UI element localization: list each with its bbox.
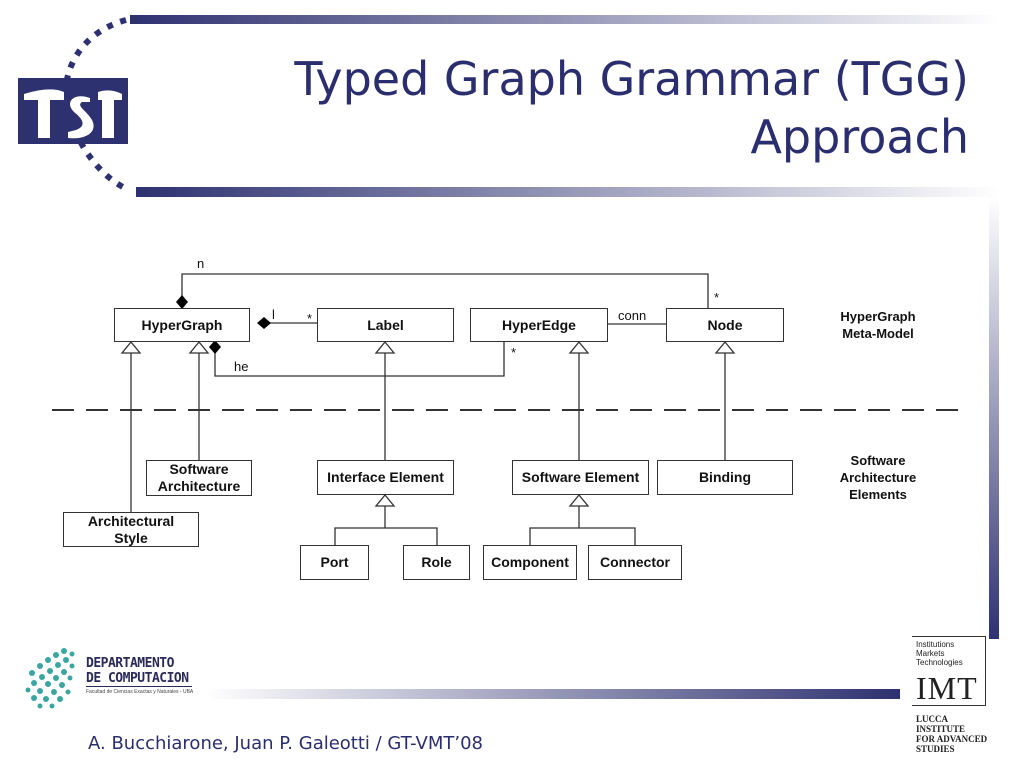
class-software-architecture: Software Architecture [146, 460, 252, 496]
assoc-label-he-multiplicity: * [511, 345, 517, 360]
assoc-label-n-multiplicity: * [714, 290, 720, 305]
class-hypergraph: HyperGraph [114, 308, 250, 342]
inherit-port-role-line [334, 527, 438, 545]
class-architectural-style: Architectural Style [63, 512, 199, 547]
generalization-triangle [568, 493, 590, 507]
imt-logo-frame [912, 636, 986, 706]
dc-logo-subtitle: Facultad de Ciencias Exactas y Naturales… [86, 689, 194, 695]
footer-authors: A. Bucchiarone, Juan P. Galeotti / GT-VM… [88, 733, 483, 754]
title-line-1: Typed Graph Grammar (TGG) [294, 52, 969, 106]
tsi-logo-icon [18, 17, 131, 193]
class-binding: Binding [657, 460, 793, 495]
title-underline-bar [136, 187, 1000, 197]
slide-title: Typed Graph Grammar (TGG) Approach [209, 50, 969, 166]
section-label-meta-model: HyperGraph Meta-Model [840, 309, 916, 341]
class-software-element: Software Element [512, 460, 649, 495]
assoc-label-l-multiplicity: * [307, 311, 313, 326]
class-connector: Connector [588, 545, 682, 580]
assoc-he-line [214, 341, 505, 377]
assoc-label-conn: conn [618, 308, 647, 323]
imt-logo-top: Institutions Markets Technologies [916, 640, 963, 667]
imt-logo-bottom: LUCCA INSTITUTE FOR ADVANCED STUDIES [916, 714, 988, 754]
assoc-label-n: n [197, 256, 205, 271]
bottom-gradient-bar [205, 689, 900, 699]
generalization-triangle [188, 340, 210, 354]
assoc-label-l: l [272, 307, 275, 322]
class-port: Port [300, 545, 369, 580]
aggregation-diamond-he [209, 340, 221, 354]
generalization-triangle [374, 493, 396, 507]
section-label-elements: Software Architecture Elements [839, 453, 917, 502]
generalization-triangle [120, 340, 142, 354]
title-line-2: Approach [750, 110, 969, 164]
class-interface-element: Interface Element [317, 460, 454, 495]
aggregation-diamond-l [257, 317, 271, 329]
class-role: Role [403, 545, 470, 580]
class-label: Label [317, 308, 454, 342]
top-gradient-bar [130, 15, 1000, 24]
dots-logo-icon [25, 648, 75, 709]
generalization-triangle [714, 340, 736, 354]
right-vertical-bar [989, 197, 999, 639]
dc-logo-rule [86, 686, 192, 687]
imt-logo-big: IMT [916, 670, 978, 706]
dc-logo-name: DEPARTAMENTO DE COMPUTACION [86, 656, 189, 686]
aggregation-diamond-n [176, 295, 188, 309]
inherit-comp-conn-line [529, 527, 636, 545]
generalization-triangle [374, 340, 396, 354]
class-hyperedge: HyperEdge [470, 308, 608, 342]
class-node: Node [666, 308, 784, 342]
generalization-triangle [568, 340, 590, 354]
assoc-n-line [181, 273, 709, 308]
assoc-label-he: he [234, 359, 249, 374]
class-component: Component [483, 545, 577, 580]
